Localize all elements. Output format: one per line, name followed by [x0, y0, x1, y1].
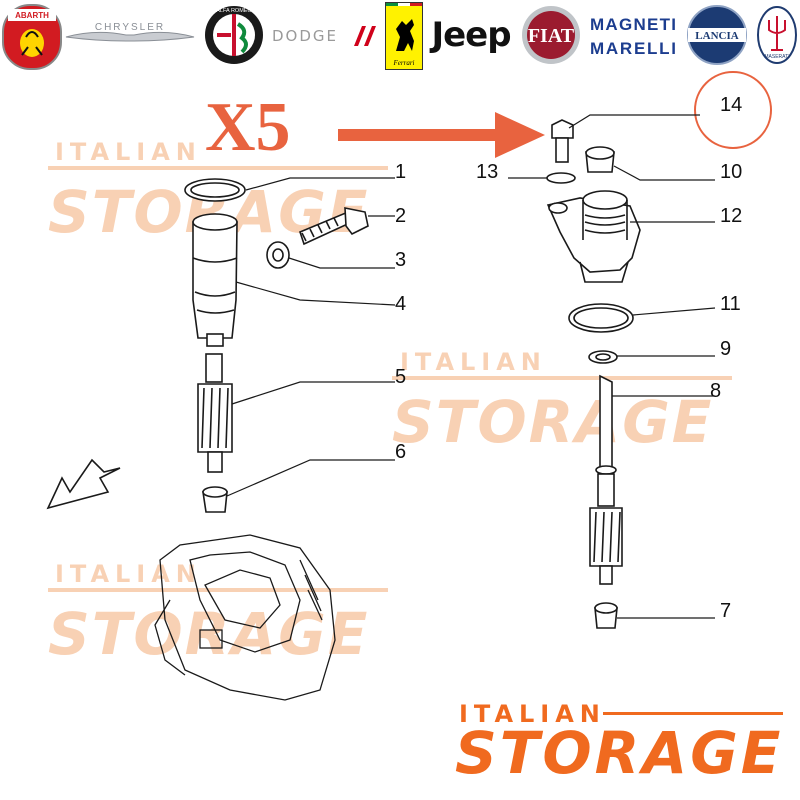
- svg-text:ABARTH: ABARTH: [15, 11, 49, 20]
- callout-3: 3: [395, 249, 406, 271]
- part-8-driven-shaft: [589, 374, 623, 585]
- left-leader-lines: [226, 177, 396, 497]
- highlight-circle: [694, 71, 772, 149]
- callout-5: 5: [395, 366, 406, 388]
- highlight-arrow: [338, 112, 545, 158]
- brand-logo-strip: ABARTH CHRYSLER ALFA ROMEO DODGE: [0, 0, 800, 72]
- svg-text:MASERATI: MASERATI: [764, 54, 789, 60]
- orientation-arrow-icon: [46, 458, 121, 510]
- svg-text:ITALIAN: ITALIAN: [55, 138, 202, 166]
- prancing-horse-icon: Ferrari: [386, 3, 422, 67]
- callout-9: 9: [720, 338, 731, 360]
- watermark-center-right: ITALIAN STORAGE: [392, 348, 732, 456]
- svg-text:ALFA ROMEO: ALFA ROMEO: [216, 8, 252, 14]
- trident-icon: MASERATI: [757, 6, 797, 64]
- callout-numbers-left: 1 2 3 4 5 6: [395, 161, 406, 463]
- right-leader-lines: [508, 114, 716, 619]
- callout-numbers-right: 14 13 10 12 11 9 8 7: [476, 94, 742, 622]
- lancia-logo: LANCIA: [684, 4, 750, 66]
- watermark-bottom-left: ITALIAN STORAGE: [48, 560, 388, 668]
- svg-text:LANCIA: LANCIA: [695, 30, 738, 42]
- part-12-flange-housing: [546, 190, 641, 283]
- dodge-logo: DODGE: [270, 4, 376, 66]
- brand-line-1: ITALIAN: [459, 700, 606, 728]
- callout-6: 6: [395, 441, 406, 463]
- maserati-logo: MASERATI: [756, 4, 798, 66]
- svg-text:MARELLI: MARELLI: [590, 39, 676, 58]
- callout-11: 11: [720, 293, 741, 315]
- ferrari-logo: Ferrari: [385, 2, 423, 70]
- callout-13: 13: [476, 161, 498, 183]
- callout-1: 1: [395, 161, 406, 183]
- part-5-drive-gear: [197, 353, 233, 473]
- callout-8: 8: [710, 380, 721, 402]
- right-assembly: [546, 119, 641, 629]
- abarth-logo: ABARTH: [2, 4, 62, 70]
- svg-text:Ferrari: Ferrari: [393, 59, 415, 67]
- svg-text:ITALIAN: ITALIAN: [400, 348, 547, 376]
- callout-14: 14: [720, 94, 742, 116]
- part-4-sleeve: [192, 221, 238, 339]
- fiat-logo: FIAT: [520, 4, 582, 66]
- scorpion-icon: ABARTH: [8, 9, 56, 57]
- callout-7: 7: [720, 600, 731, 622]
- brand-line-2: STORAGE: [455, 719, 784, 787]
- svg-text:FIAT: FIAT: [528, 25, 575, 47]
- jeep-logo: Jeep: [431, 15, 511, 55]
- svg-text:STORAGE: STORAGE: [48, 600, 369, 668]
- part-14-screw: [551, 119, 574, 163]
- callout-12: 12: [720, 205, 742, 227]
- svg-text:CHRYSLER: CHRYSLER: [95, 22, 165, 33]
- left-assembly: [46, 178, 369, 701]
- svg-text:STORAGE: STORAGE: [392, 388, 713, 456]
- chrysler-logo: CHRYSLER: [64, 4, 196, 66]
- italian-storage-logo: ITALIAN STORAGE: [455, 700, 785, 795]
- svg-text:DODGE: DODGE: [272, 27, 338, 45]
- gearbox-housing: [154, 534, 336, 701]
- callout-4: 4: [395, 293, 406, 315]
- alfa-romeo-logo: ALFA ROMEO: [203, 4, 265, 66]
- magneti-marelli-logo: MAGNETI MARELLI: [588, 4, 678, 66]
- callout-2: 2: [395, 205, 406, 227]
- callout-10: 10: [720, 161, 742, 183]
- brand-rule: [603, 712, 783, 715]
- quantity-label: X5: [205, 89, 291, 166]
- part-13-washer: [546, 172, 576, 184]
- svg-text:ITALIAN: ITALIAN: [55, 560, 202, 588]
- svg-text:MAGNETI: MAGNETI: [590, 15, 676, 34]
